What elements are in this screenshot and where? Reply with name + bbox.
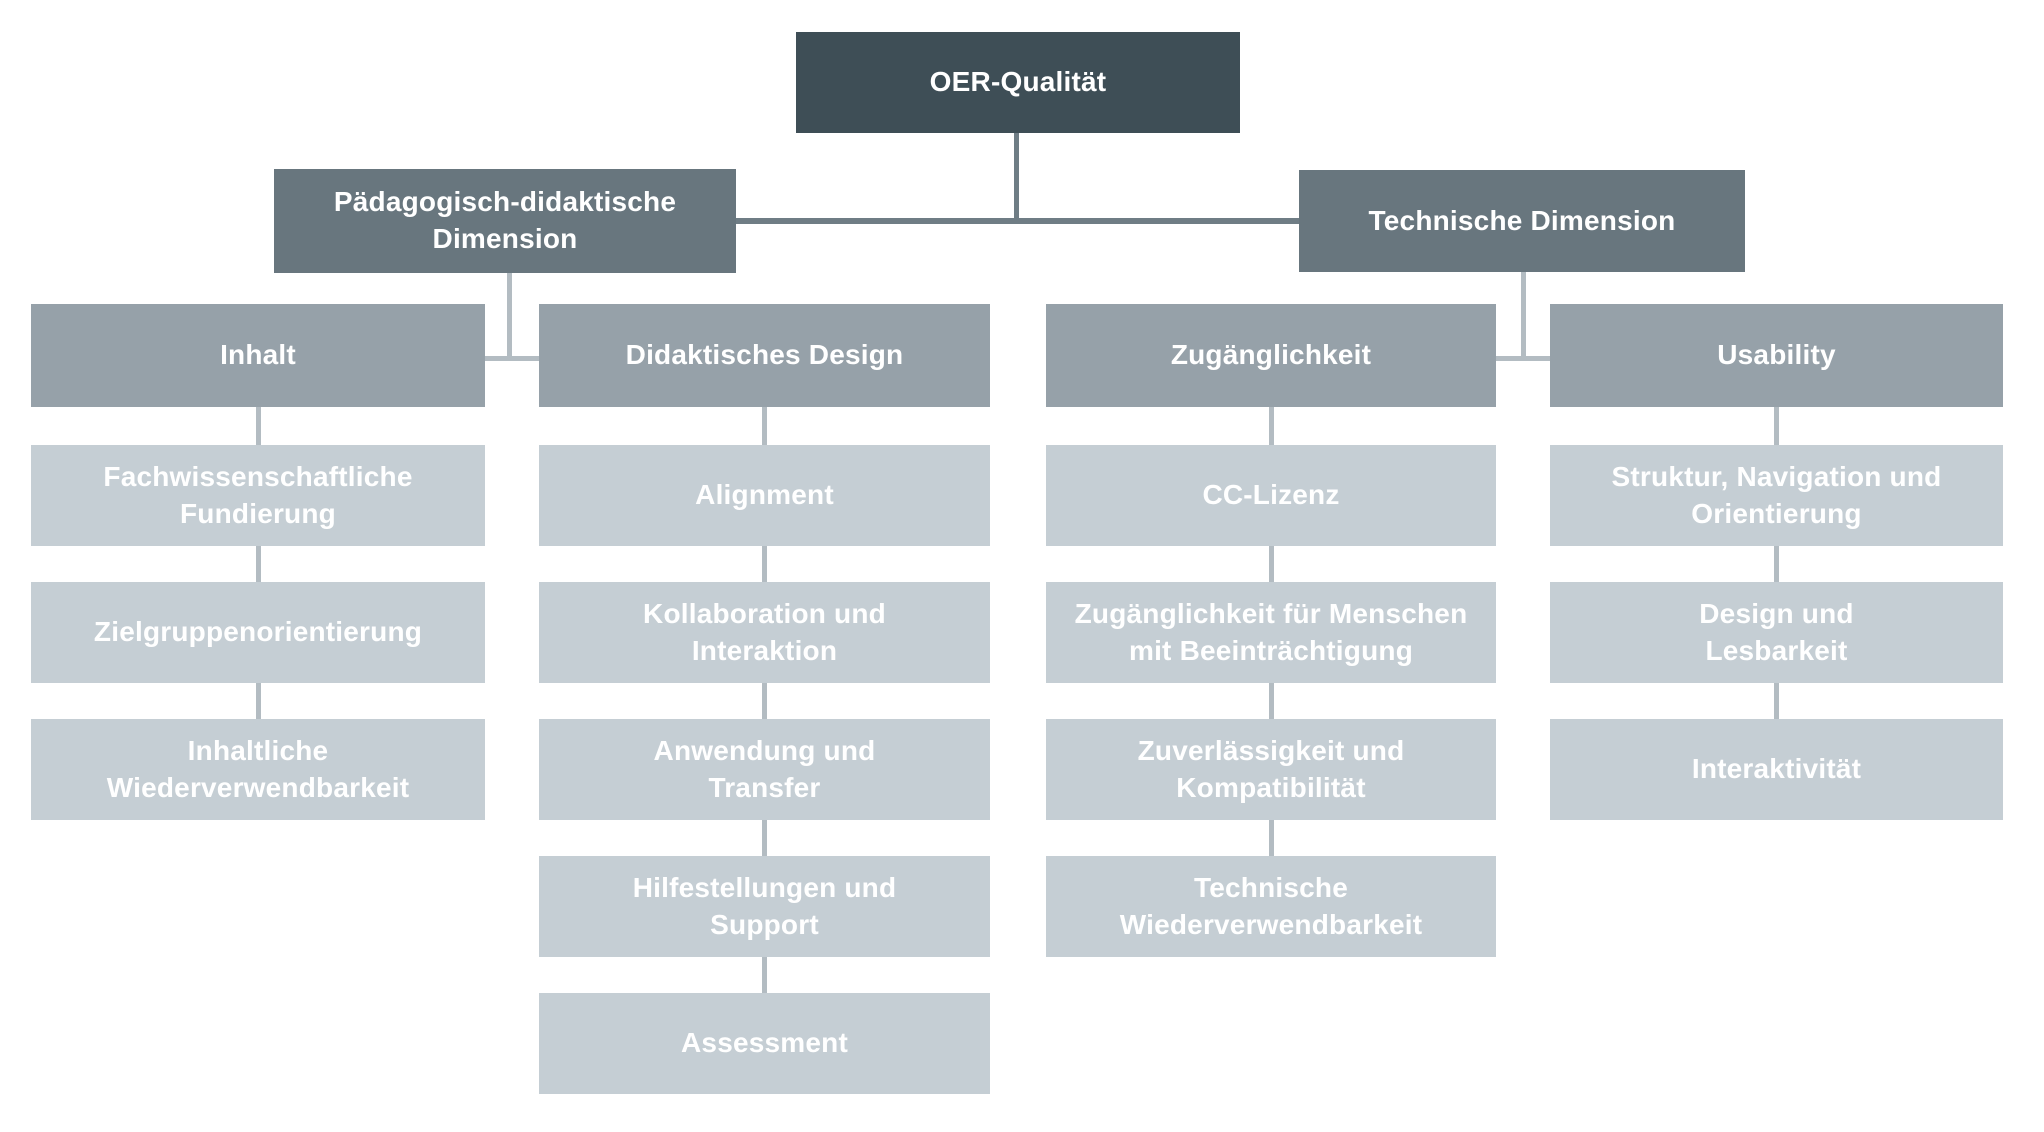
node-cc-lizenz: CC-Lizenz [1046,445,1496,546]
connector-col1-seg2 [256,546,261,582]
connector-col1-seg3 [256,683,261,719]
node-assessment: Assessment [539,993,990,1094]
node-kollaboration-und-interaktion: Kollaboration und Interaktion [539,582,990,683]
connector-dim1-tick [485,356,539,361]
node-interaktivitaet: Interaktivität [1550,719,2003,820]
node-fachwissenschaftliche-fundierung: Fachwissenschaftliche Fundierung [31,445,485,546]
connector-col3-seg1 [1269,407,1274,445]
node-technische-wiederverwendbarkeit: Technische Wiederverwendbarkeit [1046,856,1496,957]
connector-col1-seg1 [256,407,261,445]
connector-dim2-tick [1496,356,1550,361]
connector-dim1-vertical [507,273,512,361]
node-inhalt: Inhalt [31,304,485,407]
node-oer-qualitaet: OER-Qualität [796,32,1240,133]
connector-col3-seg3 [1269,683,1274,719]
node-paedagogisch-didaktische-dimension: Pädagogisch-didaktische Dimension [274,169,736,273]
node-technische-dimension: Technische Dimension [1299,170,1745,272]
node-design-und-lesbarkeit: Design und Lesbarkeit [1550,582,2003,683]
connector-dimensions-horizontal [736,218,1299,224]
node-anwendung-und-transfer: Anwendung und Transfer [539,719,990,820]
node-zugaenglichkeit-fuer-menschen: Zugänglichkeit für Menschen mit Beeinträ… [1046,582,1496,683]
node-zielgruppenorientierung: Zielgruppenorientierung [31,582,485,683]
node-zuverlaessigkeit-und-kompatibilitaet: Zuverlässigkeit und Kompatibilität [1046,719,1496,820]
connector-col2-seg3 [762,683,767,719]
connector-col2-seg5 [762,957,767,993]
connector-col3-seg4 [1269,820,1274,856]
connector-dim2-vertical [1521,272,1526,361]
connector-col2-seg4 [762,820,767,856]
connector-col2-seg2 [762,546,767,582]
connector-col4-seg1 [1774,407,1779,445]
node-hilfestellungen-und-support: Hilfestellungen und Support [539,856,990,957]
node-didaktisches-design: Didaktisches Design [539,304,990,407]
connector-col2-seg1 [762,407,767,445]
node-zugaenglichkeit: Zugänglichkeit [1046,304,1496,407]
connector-root-vertical [1014,133,1019,223]
node-usability: Usability [1550,304,2003,407]
connector-col3-seg2 [1269,546,1274,582]
node-struktur-navigation-orientierung: Struktur, Navigation und Orientierung [1550,445,2003,546]
node-inhaltliche-wiederverwendbarkeit: Inhaltliche Wiederverwendbarkeit [31,719,485,820]
connector-col4-seg3 [1774,683,1779,719]
node-alignment: Alignment [539,445,990,546]
connector-col4-seg2 [1774,546,1779,582]
